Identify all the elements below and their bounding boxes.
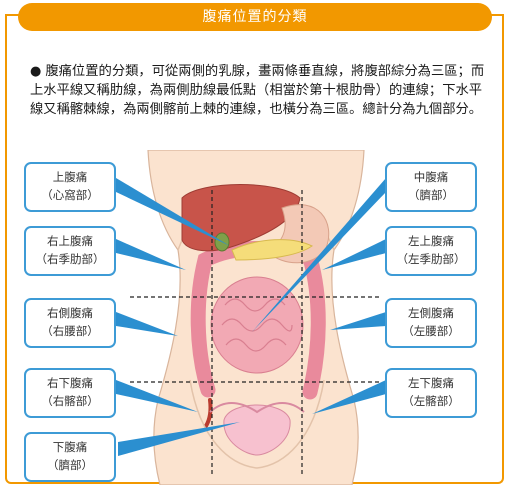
bullet-icon: ● [30,64,42,79]
region-label-right-iliac: 右下腹痛（右髂部） [24,368,116,418]
pointer-lines [116,178,386,456]
abdomen-illustration [116,150,386,485]
region-label-right-hypochondriac: 右上腹痛（右季肋部） [24,226,116,276]
region-label-left-hypochondriac: 左上腹痛（左季肋部） [385,226,477,276]
region-grid [130,190,382,475]
region-label-hypogastric: 下腹痛（臍部） [24,432,116,482]
appendix [204,398,213,428]
pancreas [231,239,313,261]
region-label-left-lumbar: 左側腹痛（左腰部） [385,298,477,348]
region-label-umbilical: 中腹痛（臍部） [385,162,477,212]
intro-paragraph: ●腹痛位置的分類，可從兩側的乳腺，畫兩條垂直線，將腹部綜分為三區；而上水平線又稱… [30,62,490,119]
region-label-right-lumbar: 右側腹痛（右腰部） [24,298,116,348]
page-title: 腹痛位置的分類 [18,3,492,31]
intro-text: 腹痛位置的分類，可從兩側的乳腺，畫兩條垂直線，將腹部綜分為三區；而上水平線又稱肋… [30,64,485,117]
region-label-epigastric: 上腹痛（心窩部） [24,162,116,212]
bladder [223,404,291,456]
fallopian-tubes [209,402,305,414]
region-label-left-iliac: 左下腹痛（左髂部） [385,368,477,418]
pelvis [189,379,325,469]
